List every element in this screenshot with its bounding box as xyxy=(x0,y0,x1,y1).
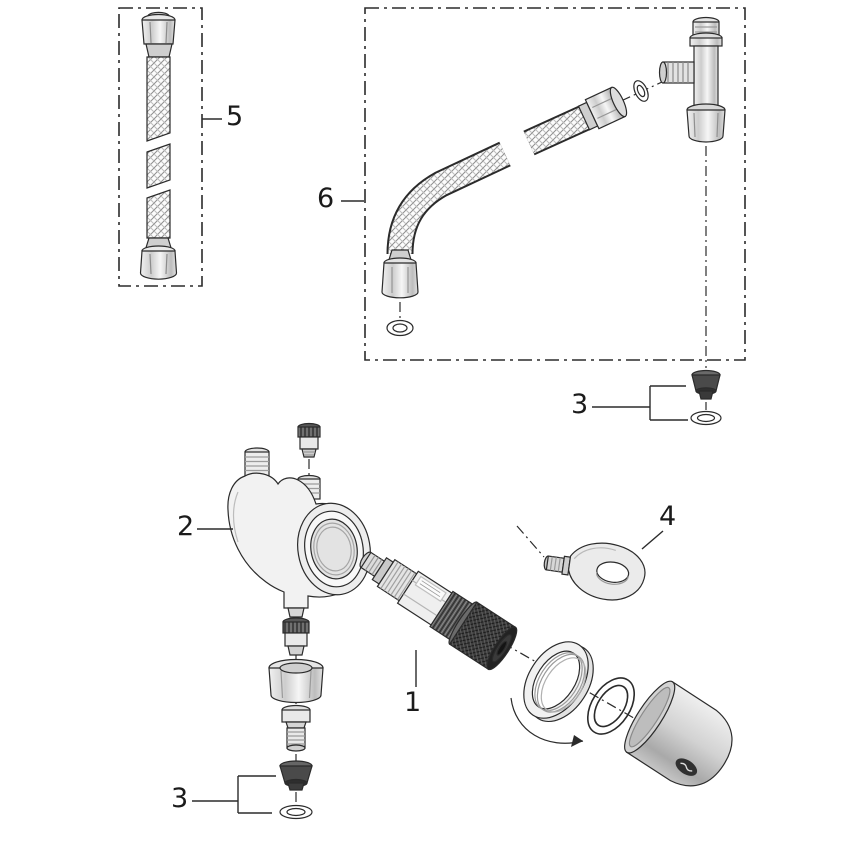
angle-valve-part-6 xyxy=(658,16,726,143)
callout-part-1: 1 xyxy=(404,687,422,718)
callout-part-2: 2 xyxy=(177,511,195,542)
center-lines xyxy=(295,81,707,803)
key-part-4 xyxy=(543,542,646,601)
callout-part-3-bottom: 3 xyxy=(171,783,189,814)
callout-part-3-right: 3 xyxy=(571,389,589,420)
flow-control-insert xyxy=(282,617,310,656)
retaining-ring xyxy=(523,641,594,723)
box-part-6 xyxy=(364,7,746,361)
part-3-right xyxy=(690,369,722,426)
cartridge-part-1 xyxy=(359,551,518,671)
box-part-5 xyxy=(118,7,203,287)
part-3-bottom xyxy=(279,760,313,820)
leader-lines xyxy=(192,118,688,814)
angled-hose-part-6 xyxy=(381,80,649,337)
valve-body-part-2 xyxy=(227,447,371,618)
callout-part-6: 6 xyxy=(317,183,335,214)
union-nut xyxy=(268,658,324,704)
check-valve-top xyxy=(297,422,321,458)
callout-part-4: 4 xyxy=(659,501,677,532)
callout-part-5: 5 xyxy=(226,101,244,132)
o-ring xyxy=(586,677,636,735)
rotation-arrow xyxy=(510,697,584,747)
flex-hose-part-5 xyxy=(139,11,178,280)
chrome-cap xyxy=(624,680,733,787)
threaded-adapter xyxy=(281,704,311,752)
